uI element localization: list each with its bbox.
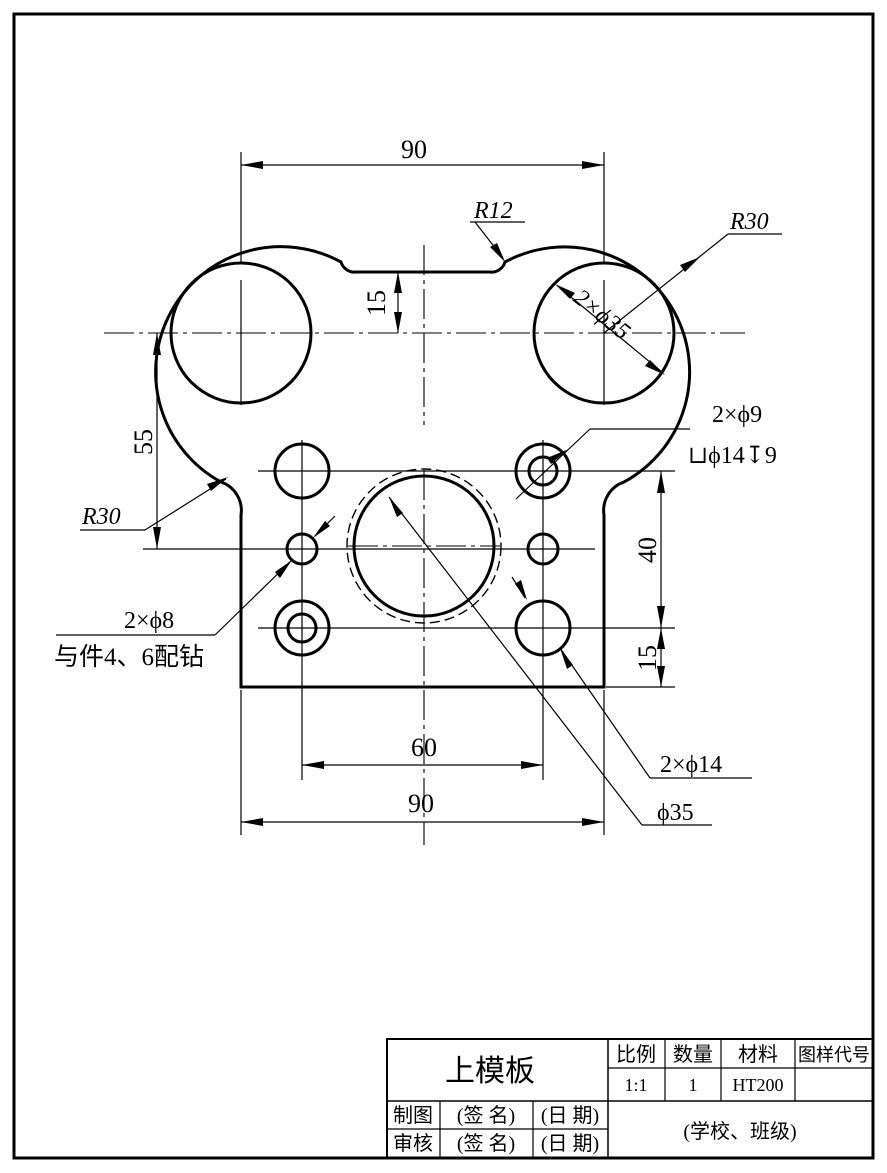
callout-2x8: 2×ϕ8	[124, 608, 174, 634]
header-scale: 比例	[616, 1043, 656, 1066]
title-block	[386, 1038, 874, 1159]
checked-by-label: 审核	[393, 1132, 433, 1155]
dim-bottom-90	[241, 818, 604, 826]
leader-2x35	[555, 284, 665, 375]
part-name: 上模板	[445, 1055, 535, 1088]
leader-35	[388, 496, 712, 826]
center-lines	[104, 245, 745, 845]
callout-pin-note: 与件4、6配钻	[54, 643, 204, 671]
school-class: (学校、班级)	[683, 1120, 796, 1143]
dim-55	[153, 333, 161, 549]
callout-2x14: 2×ϕ14	[660, 752, 722, 778]
leader-2x14	[511, 576, 752, 779]
dim-60	[302, 761, 543, 769]
callout-2x9: 2×ϕ9	[712, 402, 762, 428]
header-material: 材料	[738, 1043, 778, 1066]
leader-2x8	[56, 515, 336, 636]
callout-r30-top: R30	[729, 209, 769, 235]
signature-drawn: (签 名)	[457, 1104, 515, 1127]
extension-lines	[143, 152, 675, 835]
dim-text-slot-15: 15	[362, 290, 391, 316]
signature-checked: (签 名)	[457, 1132, 515, 1155]
date-checked: (日 期)	[541, 1133, 599, 1155]
value-scale: 1:1	[624, 1075, 647, 1095]
callout-r30-left: R30	[81, 504, 121, 530]
sheet-frame	[12, 12, 875, 1160]
value-material: HT200	[733, 1075, 784, 1095]
callout-counterbore: ⊔ϕ14↧9	[688, 443, 777, 469]
callout-35: ϕ35	[657, 800, 694, 826]
dim-40	[657, 471, 665, 628]
callout-2x35: 2×ϕ35	[568, 284, 635, 345]
drawn-by-label: 制图	[393, 1104, 433, 1127]
leader-2x9	[515, 428, 690, 500]
date-drawn: (日 期)	[541, 1105, 599, 1127]
callout-r12: R12	[473, 198, 513, 224]
dim-top-90	[241, 161, 604, 169]
leader-r30-top	[603, 233, 782, 334]
leader-r30-left	[80, 477, 228, 531]
dim-text-bottom-90: 90	[408, 789, 434, 818]
dim-text-top-90: 90	[401, 135, 427, 164]
leader-r12	[470, 221, 525, 262]
value-quantity: 1	[689, 1075, 698, 1095]
dim-text-40: 40	[633, 537, 662, 563]
header-quantity: 数量	[673, 1043, 713, 1066]
dim-text-60: 60	[411, 733, 437, 762]
dim-text-55: 55	[129, 429, 158, 455]
dim-text-bottom-15: 15	[633, 645, 662, 671]
part-outline	[154, 245, 692, 689]
header-drawing-no: 图样代号	[798, 1045, 870, 1065]
dim-bottom-15	[657, 628, 665, 687]
dim-slot-15	[394, 272, 402, 333]
